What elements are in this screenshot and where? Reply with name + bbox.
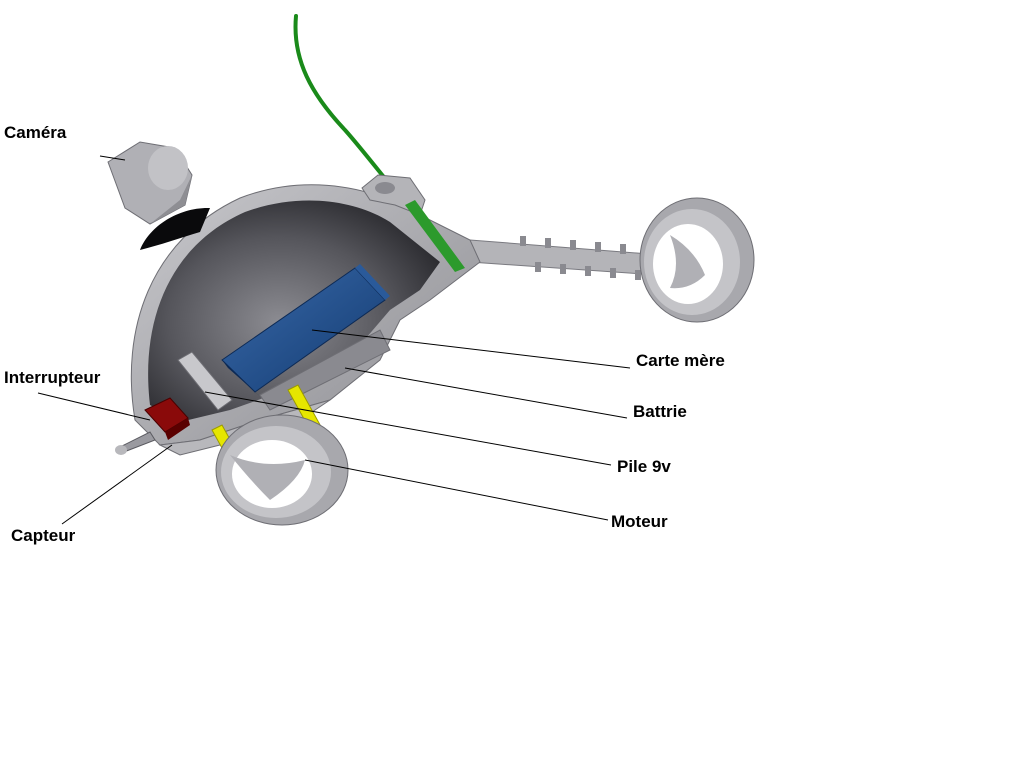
leader-lines xyxy=(37,155,631,525)
socket-strip xyxy=(405,200,465,272)
rear-wheel xyxy=(639,197,755,323)
camera xyxy=(107,141,193,225)
leader-interrupteur xyxy=(37,392,151,421)
label-camera: Caméra xyxy=(4,123,67,142)
leader-carte-mere xyxy=(311,329,631,369)
leader-pile-9v xyxy=(204,391,612,466)
battery-9v xyxy=(177,351,233,411)
leader-capteur xyxy=(61,444,173,525)
motherboard xyxy=(221,264,390,398)
switch xyxy=(115,397,190,455)
label-pile-9v: Pile 9v xyxy=(617,457,671,476)
leader-battrie xyxy=(344,367,628,419)
label-interrupteur: Interrupteur xyxy=(4,368,101,387)
label-battrie: Battrie xyxy=(633,402,687,421)
front-wheel xyxy=(215,414,349,526)
leader-camera xyxy=(99,155,126,161)
camera-mount xyxy=(140,207,210,250)
label-capteur: Capteur xyxy=(11,526,76,545)
label-moteur: Moteur xyxy=(611,512,668,531)
label-carte-mere: Carte mère xyxy=(636,351,725,370)
leader-moteur xyxy=(304,459,609,521)
